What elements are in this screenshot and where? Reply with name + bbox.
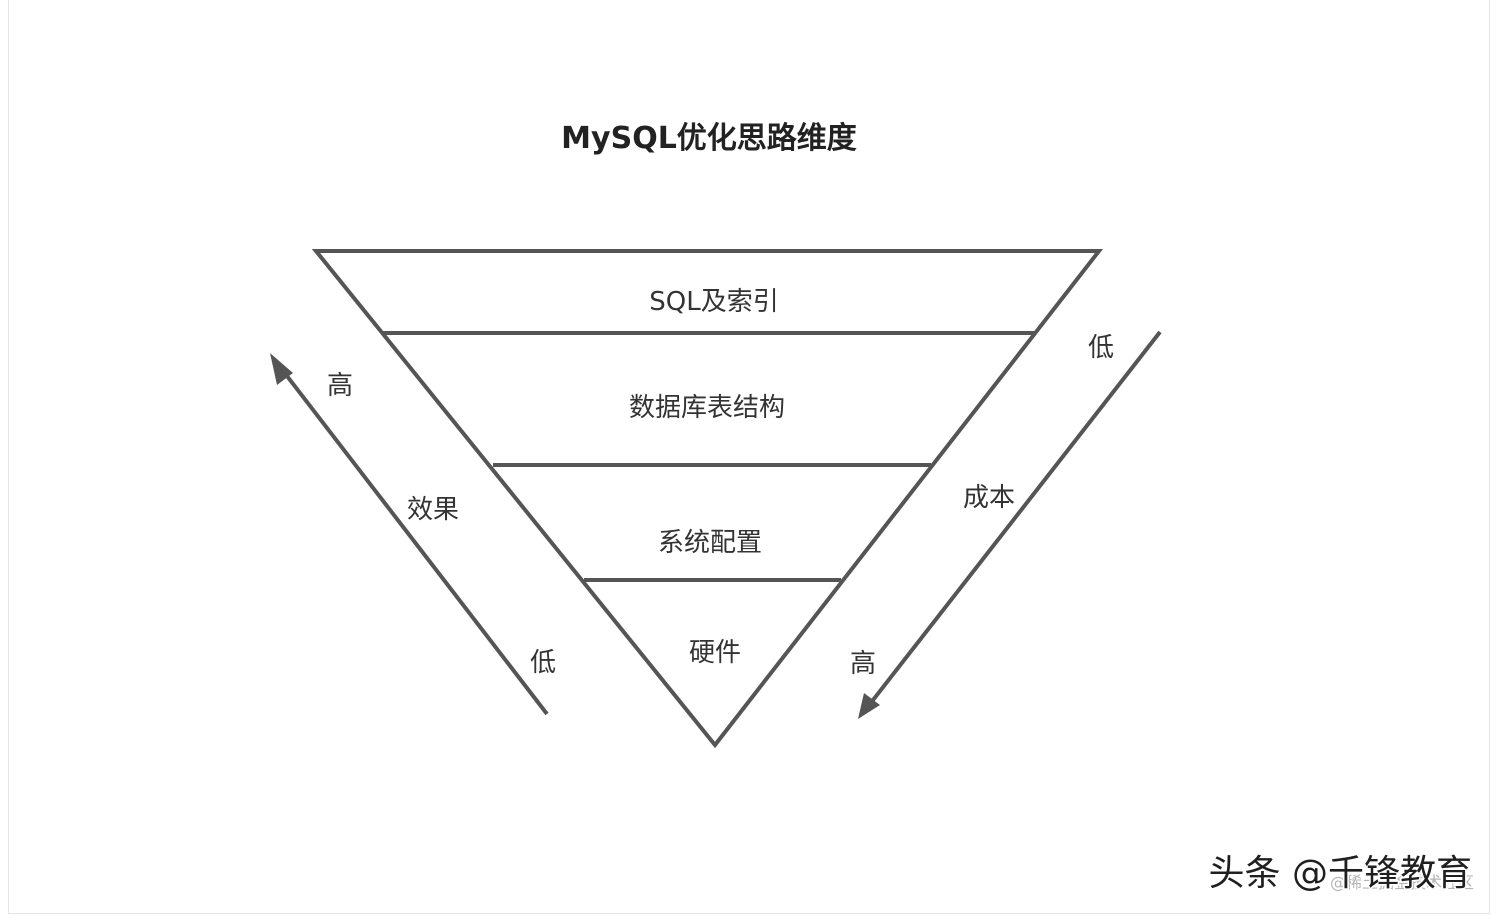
effect-high-label: 高 (327, 371, 353, 401)
cost-arrow-head-icon (858, 693, 880, 719)
effect-arrow (275, 361, 549, 716)
effect-arrow-head-icon (270, 353, 293, 385)
layer-label-hardware: 硬件 (689, 638, 741, 668)
image-frame (8, 0, 1490, 914)
cost-low-label: 低 (1088, 333, 1114, 363)
effect-axis-label: 效果 (407, 495, 459, 525)
layer-label-table-structure: 数据库表结构 (629, 393, 785, 423)
layer-label-sql-index: SQL及索引 (649, 287, 778, 317)
diagram-title: MySQL优化思路维度 (561, 121, 857, 156)
inverted-pyramid-outline (311, 249, 1104, 749)
cost-arrow (864, 330, 1162, 711)
cost-axis-label: 成本 (963, 483, 1015, 513)
effect-low-label: 低 (530, 648, 556, 678)
layer-label-system-config: 系统配置 (658, 528, 762, 558)
watermark-sub: @稀土掘金技术社区 (1330, 873, 1474, 892)
cost-high-label: 高 (850, 649, 876, 679)
watermark-main: 头条 @千锋教育 (1209, 853, 1472, 894)
